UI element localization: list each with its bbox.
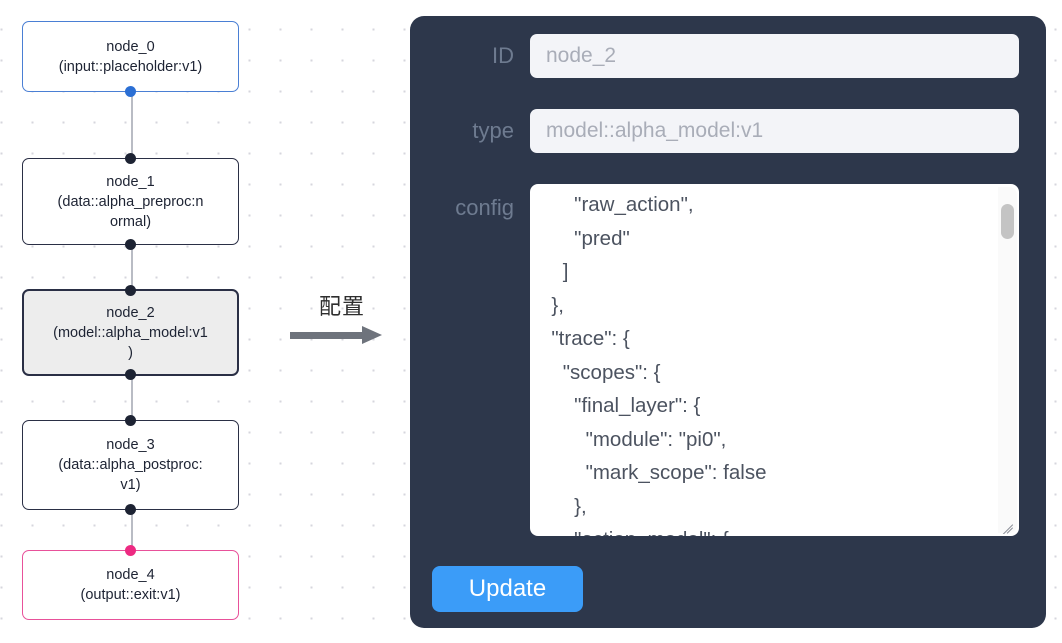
field-row-id: ID <box>410 34 1046 78</box>
node-subtitle-line1: (data::alpha_postproc: <box>58 457 203 473</box>
type-input[interactable] <box>530 109 1019 153</box>
annotation-arrow-group: 配置 <box>288 295 396 344</box>
config-scrollbar-thumb[interactable] <box>1001 204 1014 239</box>
graph-node-node_3[interactable]: node_3 (data::alpha_postproc: v1) <box>22 415 239 515</box>
graph-canvas[interactable]: node_0 (input::placeholder:v1) node_1 (d… <box>0 0 400 643</box>
update-button[interactable]: Update <box>432 566 583 612</box>
config-textarea[interactable]: "raw_action", "pred" ] }, "trace": { "sc… <box>530 184 1019 536</box>
resize-grip-icon[interactable] <box>1000 518 1016 534</box>
graph-node-node_4[interactable]: node_4 (output::exit:v1) <box>22 545 239 620</box>
node-handle-target[interactable] <box>125 285 136 296</box>
graph-node-node_2[interactable]: node_2 (model::alpha_model:v1 ) <box>22 285 239 380</box>
id-field-label: ID <box>492 43 514 68</box>
id-input[interactable] <box>530 34 1019 78</box>
edge-node1-node2 <box>131 245 133 289</box>
node-subtitle: (output::exit:v1) <box>80 587 181 603</box>
arrow-shaft <box>290 332 364 339</box>
node-subtitle-line2: v1) <box>120 477 141 493</box>
node-subtitle: (input::placeholder:v1) <box>58 58 203 75</box>
field-row-type: type <box>410 109 1046 153</box>
node-title: node_0 <box>106 38 155 55</box>
node-inspector-panel: ID type config "raw_action", "pred" ] },… <box>410 16 1046 628</box>
node-handle-target[interactable] <box>125 545 136 556</box>
config-editor[interactable]: "raw_action", "pred" ] }, "trace": { "sc… <box>530 184 1019 536</box>
node-handle-source[interactable] <box>125 369 136 380</box>
arrow-head <box>362 326 382 344</box>
node-handle-source[interactable] <box>125 239 136 250</box>
node-subtitle-line2: ormal) <box>109 213 152 230</box>
edge-node3-node4 <box>131 510 133 550</box>
node-title: node_3 <box>106 437 155 453</box>
node-handle-source[interactable] <box>125 86 136 97</box>
node-subtitle-line1: (model::alpha_model:v1 <box>53 324 208 341</box>
node-handle-source[interactable] <box>125 504 136 515</box>
graph-node-node_1[interactable]: node_1 (data::alpha_preproc:n ormal) <box>22 153 239 250</box>
node-handle-target[interactable] <box>125 415 136 426</box>
node-subtitle-line1: (data::alpha_preproc:n <box>57 193 204 210</box>
config-scrollbar[interactable] <box>998 187 1017 533</box>
field-row-config: config "raw_action", "pred" ] }, "trace"… <box>410 184 1046 536</box>
edge-node2-node3 <box>131 376 133 420</box>
node-title: node_1 <box>106 173 155 190</box>
config-field-label: config <box>455 195 514 220</box>
node-subtitle-line2: ) <box>128 344 133 361</box>
node-title: node_4 <box>106 567 155 583</box>
edge-node0-node1 <box>131 92 133 158</box>
node-title: node_2 <box>106 304 155 321</box>
type-field-label: type <box>472 118 514 143</box>
arrow-right-icon <box>288 326 396 344</box>
annotation-label: 配置 <box>318 295 365 320</box>
node-handle-target[interactable] <box>125 153 136 164</box>
graph-node-node_0[interactable]: node_0 (input::placeholder:v1) <box>22 21 239 97</box>
